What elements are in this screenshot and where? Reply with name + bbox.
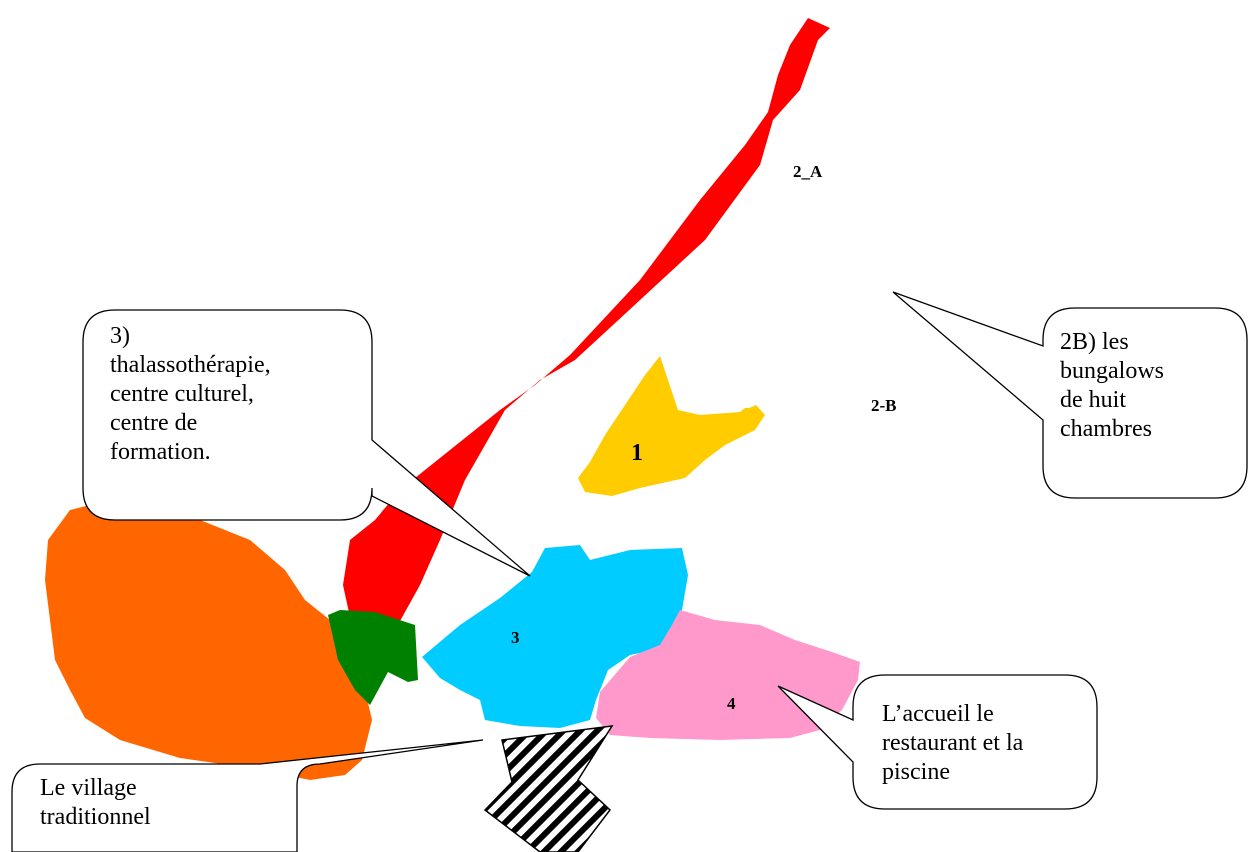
callout-3-bubble <box>82 309 531 577</box>
callout-4-bubble <box>777 674 1098 810</box>
callout-village-bubble <box>11 739 484 852</box>
callout-2b-bubble <box>892 291 1248 499</box>
zone-2a-label: 2_A <box>793 162 823 181</box>
zone-2b-label: 2-B <box>871 396 897 415</box>
road-strip <box>343 18 830 660</box>
zone-4-label: 4 <box>727 694 736 713</box>
zone-3-label: 3 <box>511 628 520 647</box>
callout-2b-text: 2B) les bungalows de huit chambres <box>1060 329 1164 442</box>
zone-4-area <box>596 610 860 740</box>
village-zone <box>45 500 372 780</box>
entrance-arrow-icon <box>483 725 614 852</box>
zone-3-area <box>422 545 688 728</box>
green-zone <box>328 610 418 705</box>
callout-village-text: Le village traditionnel <box>40 775 151 830</box>
callout-3-text: 3) thalassothérapie, centre culturel, ce… <box>110 323 271 465</box>
callout-4-text: L’accueil le restaurant et la piscine <box>882 701 1024 785</box>
zone-1-label: 1 <box>631 440 643 466</box>
zone-1-area <box>578 356 765 496</box>
